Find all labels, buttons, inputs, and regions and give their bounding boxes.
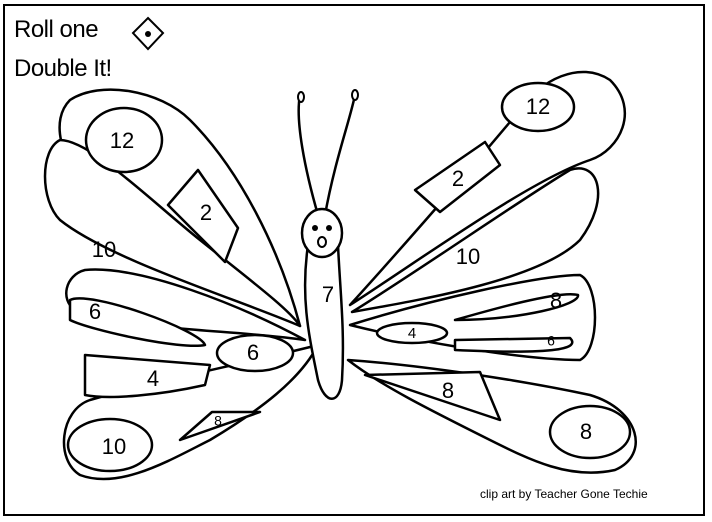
number-body: 7	[322, 282, 334, 307]
number-left-center: 6	[247, 340, 259, 365]
spot-12-right	[500, 81, 576, 133]
number-right-mid: 8	[550, 288, 562, 313]
number-right-lower: 8	[442, 378, 454, 403]
number-right-upper: 12	[526, 94, 550, 119]
number-right-small: 4	[408, 325, 416, 342]
number-left-mid: 6	[89, 299, 101, 324]
number-left-triangle: 8	[214, 413, 222, 429]
spot-12-left	[84, 106, 164, 174]
spot-4-right	[375, 321, 449, 345]
die-icon	[131, 16, 165, 51]
spot-6-center-left	[215, 333, 295, 373]
spot-8-right-small	[453, 293, 580, 322]
right-upper-inner-wing	[350, 167, 600, 314]
spot-10-left	[66, 417, 154, 473]
number-left-wing: 10	[92, 237, 116, 262]
butterfly-body	[303, 243, 345, 400]
spot-6-right	[453, 336, 574, 353]
number-left-diamond: 2	[200, 200, 212, 225]
left-upper-inner-wing	[43, 138, 302, 328]
spot-8-right-lower	[548, 404, 632, 460]
number-left-lower: 4	[147, 366, 159, 391]
page-border	[3, 4, 705, 516]
right-antenna	[323, 94, 357, 216]
number-right-small-2: 6	[547, 333, 555, 349]
spot-2-right	[413, 140, 502, 214]
spot-6-left	[68, 297, 207, 347]
butterfly-head	[300, 207, 344, 259]
title-double-it: Double It!	[14, 55, 112, 82]
clip-art-credit: clip art by Teacher Gone Techie	[480, 487, 648, 501]
spot-2-left	[166, 168, 240, 264]
spot-4-left	[83, 353, 212, 399]
number-right-diamond: 2	[452, 166, 464, 191]
spot-8-left	[178, 410, 262, 442]
number-right-wing: 10	[456, 244, 480, 269]
spot-8-right	[363, 370, 502, 422]
left-antenna	[297, 94, 320, 216]
title-roll-one: Roll one	[14, 16, 99, 43]
number-left-oval: 10	[102, 434, 126, 459]
number-right-oval: 8	[580, 419, 592, 444]
number-left-upper: 12	[110, 128, 134, 153]
